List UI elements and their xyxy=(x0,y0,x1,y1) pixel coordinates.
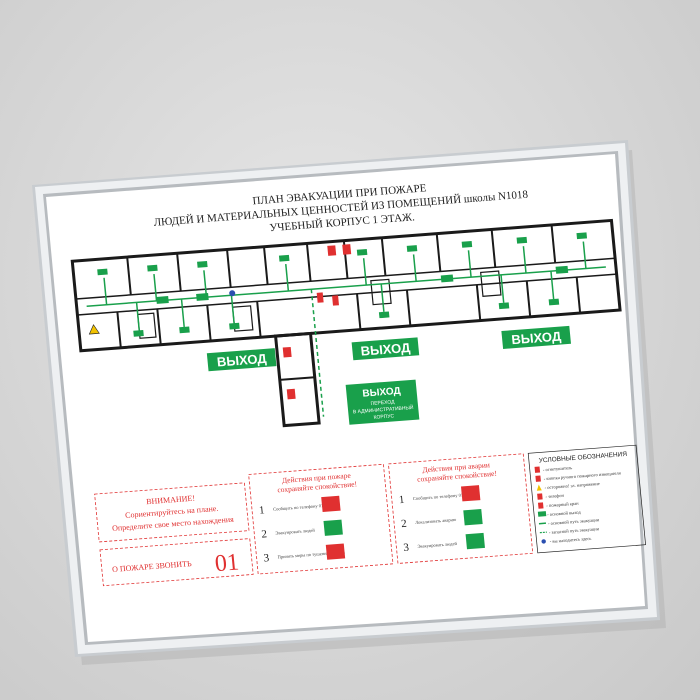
fire-extinguisher-icon xyxy=(342,244,352,255)
svg-text:ВЫХОД: ВЫХОД xyxy=(511,329,563,348)
svg-text:- основной путь эвакуации: - основной путь эвакуации xyxy=(548,517,600,526)
exit-person-icon xyxy=(323,519,343,536)
svg-text:- огнетушитель: - огнетушитель xyxy=(543,465,573,472)
phone-icon xyxy=(321,495,341,512)
svg-text:- осторожно! эл. напряжение: - осторожно! эл. напряжение xyxy=(544,481,600,490)
exit-label-1: ВЫХОД xyxy=(206,348,277,372)
fire-extinguisher-icon xyxy=(325,543,346,560)
fire-actions-panel: Действия при пожаре сохраняйте спокойств… xyxy=(248,463,394,575)
you-are-here-icon xyxy=(229,290,236,297)
svg-text:2: 2 xyxy=(261,528,268,540)
fire-equipment-markers xyxy=(282,244,352,400)
accident-actions-panel: Действия при аварии сохраняйте спокойств… xyxy=(387,453,534,564)
reserve-route xyxy=(310,289,325,417)
svg-text:- вы находитесь здесь: - вы находитесь здесь xyxy=(549,536,591,544)
svg-text:КОРПУС: КОРПУС xyxy=(373,413,394,421)
svg-text:Принять меры по тушению пожара: Принять меры по тушению пожара xyxy=(277,549,345,559)
svg-text:ВНИМАНИЕ!: ВНИМАНИЕ! xyxy=(146,494,196,507)
svg-text:- кнопка ручного пожарного изв: - кнопка ручного пожарного извещателя xyxy=(543,470,620,481)
svg-text:Локализовать аварию: Локализовать аварию xyxy=(415,517,457,525)
svg-text:1: 1 xyxy=(259,504,266,516)
warning-voltage-icon xyxy=(88,324,100,335)
svg-text:1: 1 xyxy=(398,494,405,506)
svg-text:ПЕРЕХОД: ПЕРЕХОД xyxy=(370,399,395,407)
svg-text:- телефон: - телефон xyxy=(545,493,564,499)
svg-text:Сообщить по телефону 01: Сообщить по телефону 01 xyxy=(413,492,464,501)
phone-icon xyxy=(460,485,481,502)
svg-text:3: 3 xyxy=(403,542,410,554)
fire-alarm-button-icon xyxy=(316,292,324,303)
svg-text:- пожарный кран: - пожарный кран xyxy=(546,501,579,508)
exit-person-icon xyxy=(465,532,485,550)
svg-text:- запасной путь эвакуации: - запасной путь эвакуации xyxy=(549,526,600,535)
svg-text:Эвакуировать людей: Эвакуировать людей xyxy=(275,528,315,536)
phone-icon xyxy=(282,346,292,358)
svg-text:ВЫХОД: ВЫХОД xyxy=(360,340,412,359)
exit-label-4: ВЫХОД ПЕРЕХОД В АДМИНИСТРАТИВНЫЙ КОРПУС xyxy=(345,379,420,425)
svg-text:Эвакуировать людей: Эвакуировать людей xyxy=(417,541,457,549)
svg-text:2: 2 xyxy=(401,518,408,530)
svg-text:ВЫХОД: ВЫХОД xyxy=(362,386,401,400)
svg-text:- основной выход: - основной выход xyxy=(547,509,582,517)
fire-hose-icon xyxy=(332,295,339,306)
svg-text:ВЫХОД: ВЫХОД xyxy=(216,351,268,370)
svg-text:3: 3 xyxy=(263,552,270,564)
exit-label-2: ВЫХОД xyxy=(351,337,420,361)
main-route xyxy=(86,266,606,307)
building-outline xyxy=(70,218,622,353)
svg-text:Сообщить по телефону 01: Сообщить по телефону 01 xyxy=(273,503,324,512)
phone-icon xyxy=(286,388,296,400)
first-aid-icon xyxy=(463,509,483,526)
exit-signs xyxy=(97,232,588,337)
phone-icon xyxy=(327,245,337,256)
exit-label-3: ВЫХОД xyxy=(501,325,572,349)
evacuation-routes xyxy=(86,241,606,417)
svg-text:01: 01 xyxy=(214,550,240,578)
